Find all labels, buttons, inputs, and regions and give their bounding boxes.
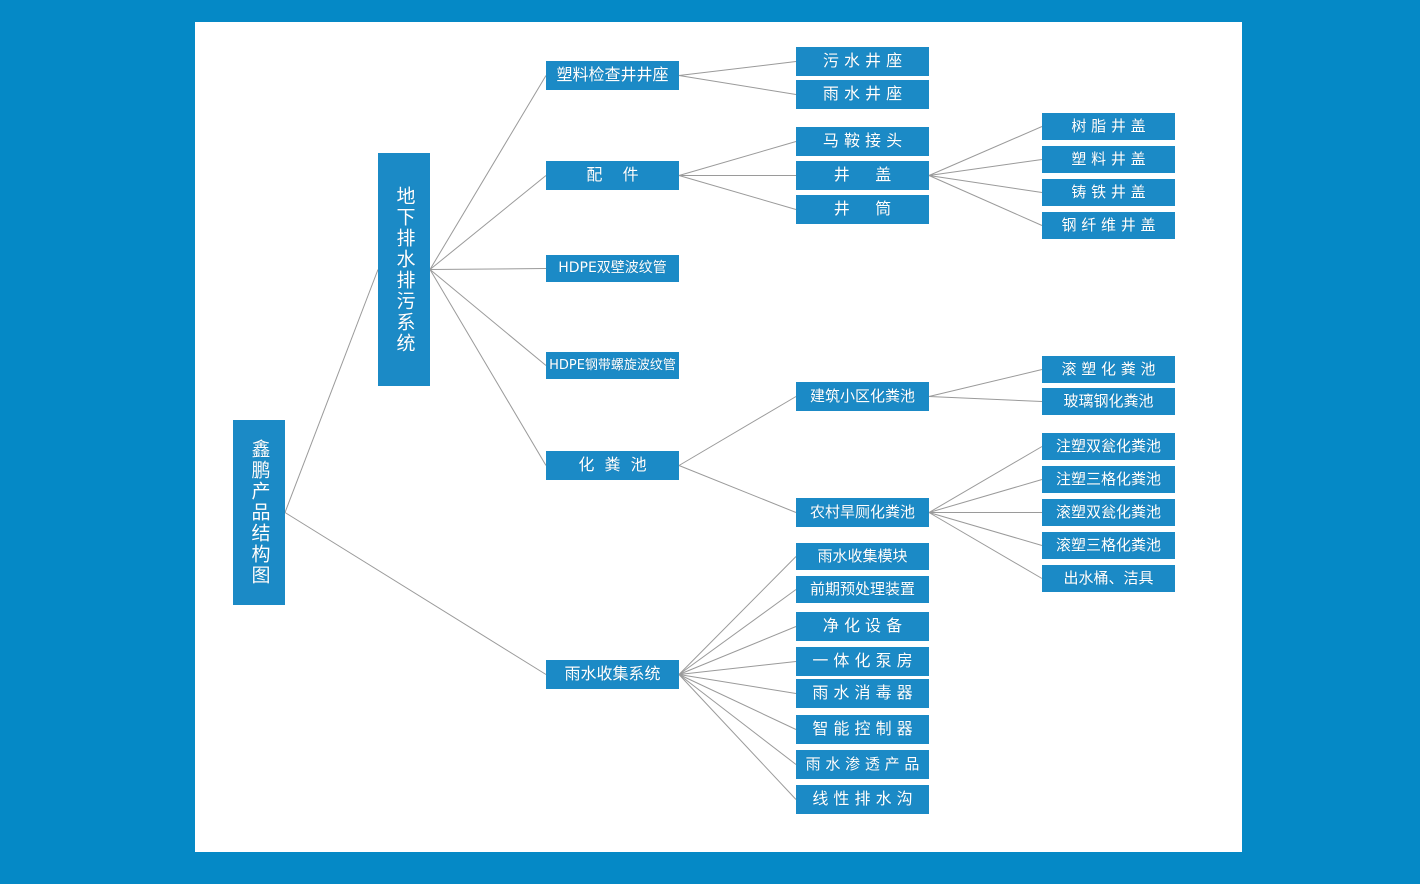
node-label-smart-controller: 智 能 控 制 器 — [812, 719, 913, 739]
node-label-hdpe-steel-belt-spiral-corrugated-pipe: HDPE钢带螺旋波纹管 — [549, 357, 676, 373]
node-label-rainwater-collection-module: 雨水收集模块 — [817, 546, 908, 565]
node-label-cast-iron-well-cover: 铸 铁 井 盖 — [1071, 182, 1146, 201]
node-pre-treatment-device[interactable]: 前期预处理装置 — [796, 576, 929, 603]
node-label-purification-equipment: 净 化 设 备 — [822, 616, 903, 636]
node-label-hdpe-double-wall-corrugated-pipe: HDPE双壁波纹管 — [558, 260, 667, 277]
node-label-rural-dry-toilet-septic-tank: 农村旱厕化粪池 — [809, 502, 915, 521]
node-label-root: 鑫鹏产品结构图 — [248, 439, 271, 586]
node-label-rainwater-infiltration-products: 雨 水 渗 透 产 品 — [805, 754, 920, 773]
node-resin-well-cover[interactable]: 树 脂 井 盖 — [1042, 113, 1175, 140]
node-linear-drainage-channel[interactable]: 线 性 排 水 沟 — [796, 785, 929, 814]
node-rural-dry-toilet-septic-tank[interactable]: 农村旱厕化粪池 — [796, 498, 929, 527]
node-well-shaft[interactable]: 井 筒 — [796, 195, 929, 224]
node-label-steel-fiber-well-cover: 钢 纤 维 井 盖 — [1061, 215, 1156, 234]
node-hdpe-double-wall-corrugated-pipe[interactable]: HDPE双壁波纹管 — [546, 255, 679, 282]
node-label-building-community-septic-tank: 建筑小区化粪池 — [809, 386, 915, 405]
node-label-rotational-three-grid-septic-tank: 滚塑三格化粪池 — [1055, 535, 1161, 554]
node-label-fittings: 配 件 — [586, 165, 639, 185]
node-root[interactable]: 鑫鹏产品结构图 — [233, 420, 285, 605]
node-rainwater-well-base[interactable]: 雨 水 井 座 — [796, 80, 929, 109]
node-smart-controller[interactable]: 智 能 控 制 器 — [796, 715, 929, 744]
node-label-rainwater-disinfector: 雨 水 消 毒 器 — [812, 683, 913, 703]
node-sewage-well-base[interactable]: 污 水 井 座 — [796, 47, 929, 76]
node-label-underground-system: 地下排水排污系统 — [393, 185, 416, 354]
node-rainwater-infiltration-products[interactable]: 雨 水 渗 透 产 品 — [796, 750, 929, 779]
node-label-plastic-inspection-well-base: 塑料检查井井座 — [556, 65, 669, 85]
node-injection-double-urn-septic-tank[interactable]: 注塑双瓮化粪池 — [1042, 433, 1175, 460]
node-well-cover[interactable]: 井 盖 — [796, 161, 929, 190]
node-rainwater-collection-system[interactable]: 雨水收集系统 — [546, 660, 679, 689]
node-underground-system[interactable]: 地下排水排污系统 — [378, 153, 430, 386]
node-outlet-bucket-and-sanitary-ware[interactable]: 出水桶、洁具 — [1042, 565, 1175, 592]
node-label-rotational-molded-septic-tank: 滚 塑 化 粪 池 — [1061, 359, 1156, 378]
node-label-injection-double-urn-septic-tank: 注塑双瓮化粪池 — [1055, 436, 1161, 455]
node-label-well-shaft: 井 筒 — [833, 199, 892, 219]
node-plastic-well-cover[interactable]: 塑 料 井 盖 — [1042, 146, 1175, 173]
node-cast-iron-well-cover[interactable]: 铸 铁 井 盖 — [1042, 179, 1175, 206]
node-septic-tank[interactable]: 化 粪 池 — [546, 451, 679, 480]
node-hdpe-steel-belt-spiral-corrugated-pipe[interactable]: HDPE钢带螺旋波纹管 — [546, 352, 679, 379]
node-label-rotational-double-urn-septic-tank: 滚塑双瓮化粪池 — [1055, 502, 1161, 521]
node-rotational-double-urn-septic-tank[interactable]: 滚塑双瓮化粪池 — [1042, 499, 1175, 526]
node-label-resin-well-cover: 树 脂 井 盖 — [1071, 116, 1146, 135]
node-steel-fiber-well-cover[interactable]: 钢 纤 维 井 盖 — [1042, 212, 1175, 239]
node-rainwater-disinfector[interactable]: 雨 水 消 毒 器 — [796, 679, 929, 708]
node-label-sewage-well-base: 污 水 井 座 — [822, 51, 903, 71]
node-label-outlet-bucket-and-sanitary-ware: 出水桶、洁具 — [1063, 568, 1154, 587]
node-label-linear-drainage-channel: 线 性 排 水 沟 — [812, 789, 913, 809]
node-label-pre-treatment-device: 前期预处理装置 — [809, 579, 915, 598]
node-injection-three-grid-septic-tank[interactable]: 注塑三格化粪池 — [1042, 466, 1175, 493]
node-purification-equipment[interactable]: 净 化 设 备 — [796, 612, 929, 641]
node-label-injection-three-grid-septic-tank: 注塑三格化粪池 — [1055, 469, 1161, 488]
node-building-community-septic-tank[interactable]: 建筑小区化粪池 — [796, 382, 929, 411]
node-rotational-three-grid-septic-tank[interactable]: 滚塑三格化粪池 — [1042, 532, 1175, 559]
node-rainwater-collection-module[interactable]: 雨水收集模块 — [796, 543, 929, 570]
node-plastic-inspection-well-base[interactable]: 塑料检查井井座 — [546, 61, 679, 90]
node-label-septic-tank: 化 粪 池 — [578, 455, 647, 475]
node-label-saddle-joint: 马 鞍 接 头 — [822, 131, 903, 151]
node-rotational-molded-septic-tank[interactable]: 滚 塑 化 粪 池 — [1042, 356, 1175, 383]
node-saddle-joint[interactable]: 马 鞍 接 头 — [796, 127, 929, 156]
node-integrated-pump-house[interactable]: 一 体 化 泵 房 — [796, 647, 929, 676]
node-label-well-cover: 井 盖 — [833, 165, 892, 185]
node-label-rainwater-well-base: 雨 水 井 座 — [822, 84, 903, 104]
node-label-plastic-well-cover: 塑 料 井 盖 — [1071, 149, 1146, 168]
node-frp-septic-tank[interactable]: 玻璃钢化粪池 — [1042, 388, 1175, 415]
node-fittings[interactable]: 配 件 — [546, 161, 679, 190]
node-label-rainwater-collection-system: 雨水收集系统 — [564, 664, 661, 684]
node-label-integrated-pump-house: 一 体 化 泵 房 — [812, 651, 913, 671]
node-label-frp-septic-tank: 玻璃钢化粪池 — [1063, 391, 1154, 410]
